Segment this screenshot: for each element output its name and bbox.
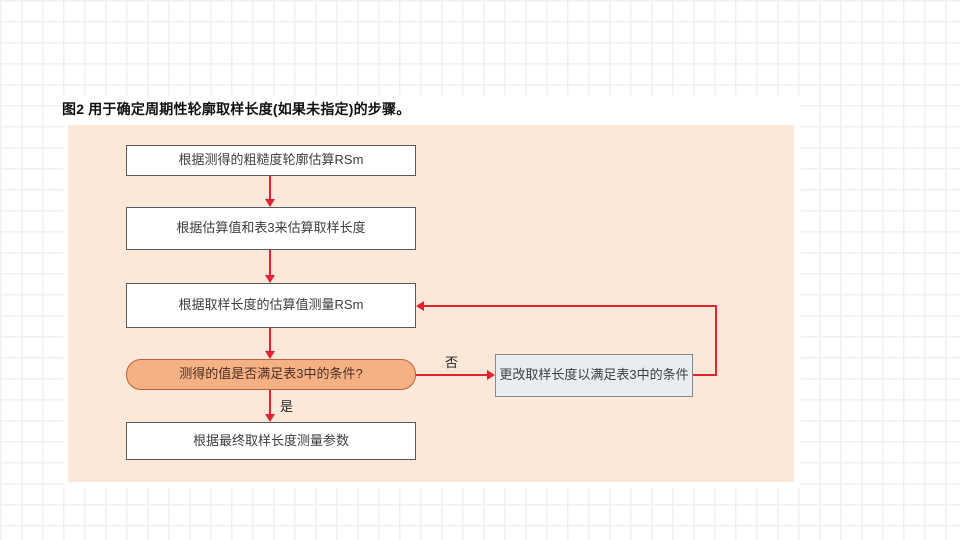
flow-node-estimate-rsm: 根据测得的粗糙度轮廓估算RSm bbox=[126, 145, 416, 176]
connector-line-yes bbox=[269, 390, 271, 415]
arrow-down-icon bbox=[265, 275, 275, 283]
branch-label-no: 否 bbox=[445, 355, 459, 370]
branch-label-yes: 是 bbox=[280, 399, 294, 414]
connector-line-no bbox=[416, 374, 487, 376]
flow-node-measure-rsm: 根据取样长度的估算值测量RSm bbox=[126, 283, 416, 328]
flow-node-decision: 测得的值是否满足表3中的条件? bbox=[126, 359, 416, 390]
arrow-down-icon bbox=[265, 351, 275, 359]
figure-caption: 图2 用于确定周期性轮廓取样长度(如果未指定)的步骤。 bbox=[62, 101, 411, 117]
feedback-line-out bbox=[693, 374, 717, 376]
arrow-down-icon bbox=[265, 199, 275, 207]
arrow-right-icon bbox=[487, 370, 495, 380]
flow-node-change-sampling-length: 更改取样长度以满足表3中的条件 bbox=[495, 354, 693, 397]
arrow-left-icon bbox=[416, 301, 424, 311]
connector-line-3 bbox=[269, 328, 271, 352]
flow-node-estimate-sampling-length: 根据估算值和表3来估算取样长度 bbox=[126, 207, 416, 250]
connector-line-1 bbox=[269, 176, 271, 200]
feedback-line-back bbox=[424, 305, 717, 307]
connector-line-2 bbox=[269, 250, 271, 276]
arrow-down-icon bbox=[265, 414, 275, 422]
flow-node-measure-parameters: 根据最终取样长度测量参数 bbox=[126, 422, 416, 460]
feedback-line-up bbox=[715, 305, 717, 376]
